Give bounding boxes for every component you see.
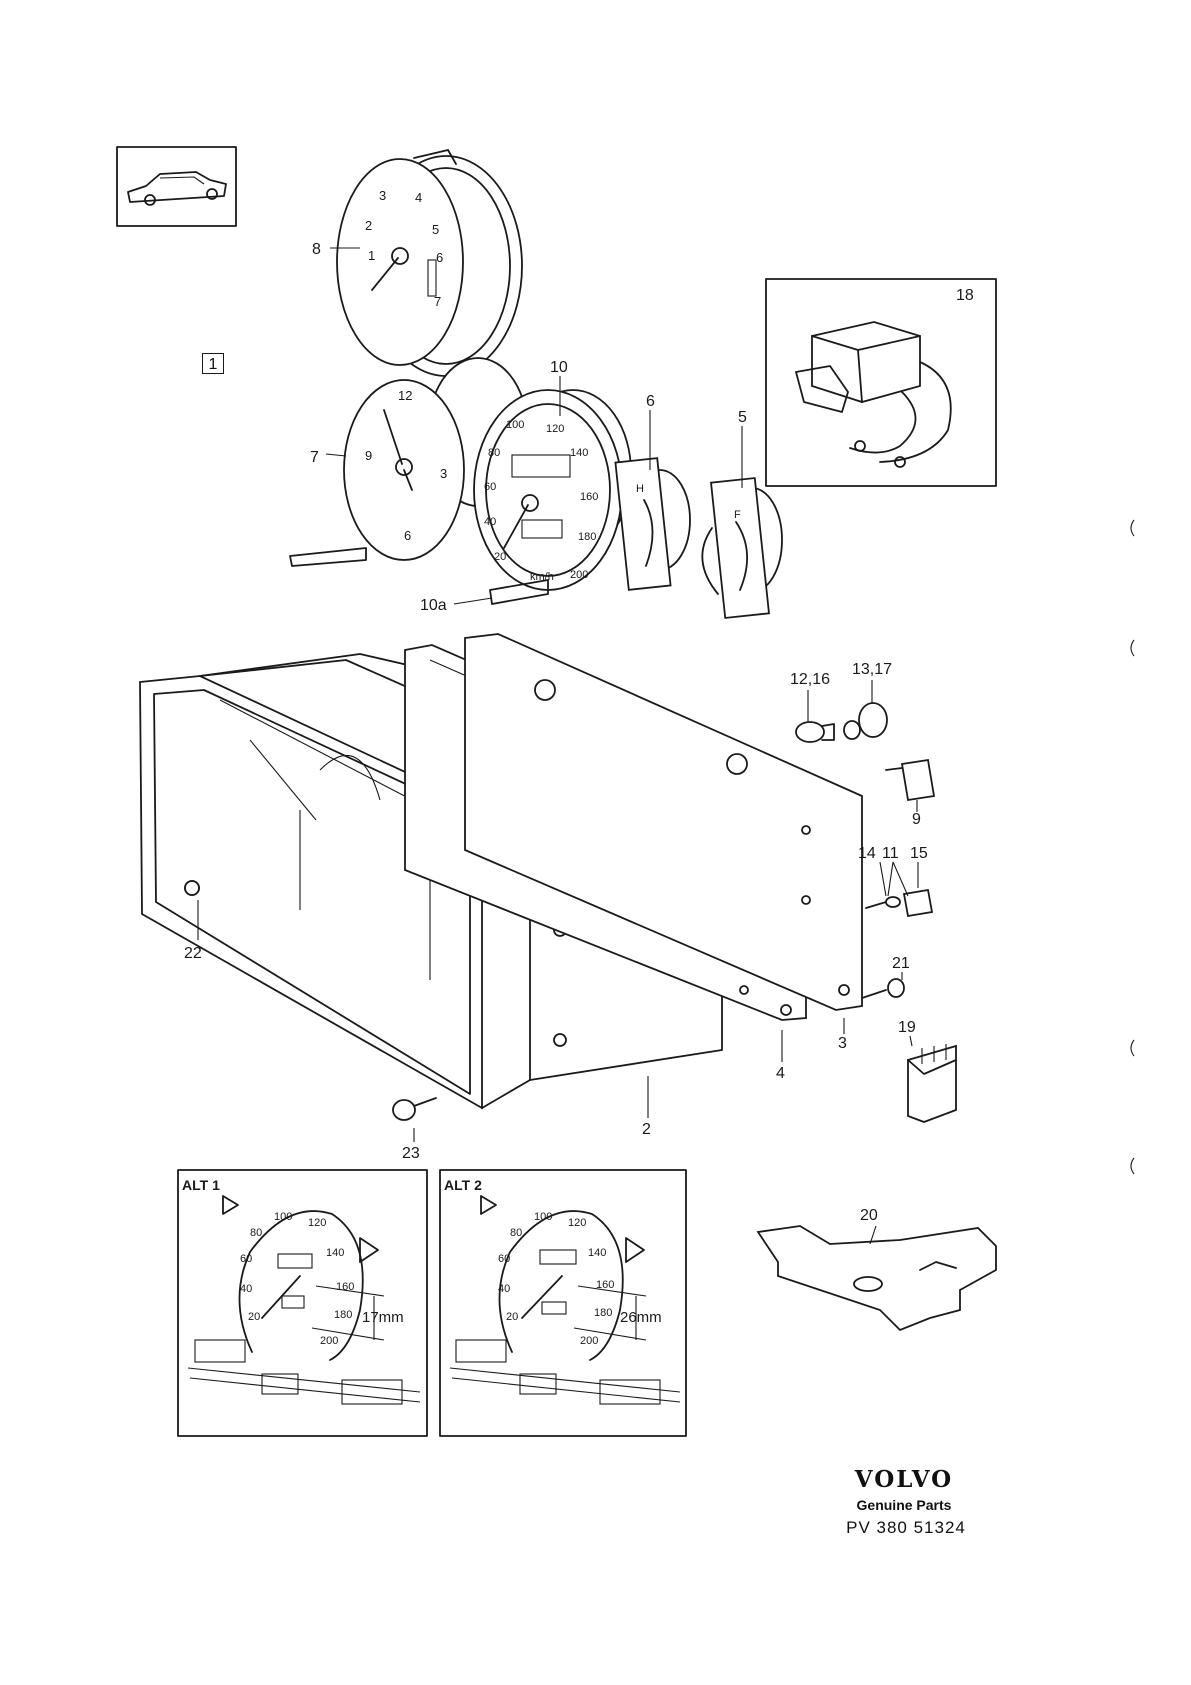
- callout-5: 5: [738, 409, 747, 426]
- genuine-parts-label: Genuine Parts: [856, 1497, 952, 1513]
- speedo-mark-100: 100: [506, 419, 524, 431]
- speedo-unit: km/h: [530, 571, 554, 583]
- callout-9: 9: [912, 811, 921, 828]
- speedo-mark-200: 200: [570, 569, 588, 581]
- part-number: PV 380 51324: [846, 1518, 966, 1537]
- callout-23: 23: [402, 1145, 420, 1162]
- bulb-12-16: [795, 721, 835, 743]
- alt1-mark-100: 100: [274, 1211, 292, 1223]
- callout-15: 15: [910, 845, 928, 862]
- alt2-inset: ALT 2 26mm 20 40 60 80 100 120 140 160 1…: [439, 1169, 687, 1437]
- speedo-mark-160: 160: [580, 491, 598, 503]
- callout-labels: 8 7 10 6 5 18 10a 12,16 13,17 9 14 11 15…: [184, 241, 974, 1224]
- tach-mark-6: 6: [436, 250, 443, 265]
- screw-23: [392, 1097, 437, 1121]
- hollow-arrow-icon: [625, 1237, 645, 1263]
- alt2-mark-140: 140: [588, 1247, 606, 1259]
- callout-21: 21: [892, 955, 910, 972]
- bulb-14: [865, 896, 901, 909]
- speedo-mark-40: 40: [484, 516, 496, 528]
- clock-mark-12: 12: [398, 388, 412, 403]
- speedo-mark-140: 140: [570, 447, 588, 459]
- car-thumbnail: [116, 146, 237, 227]
- speedometer: 20 40 60 80 100 120 140 160 180 200 km/h: [473, 389, 632, 605]
- callout-20: 20: [860, 1207, 878, 1224]
- clock-mark-3: 3: [440, 466, 447, 481]
- fuel-letter: F: [734, 509, 741, 521]
- callout-6: 6: [646, 393, 655, 410]
- bracket-20: [756, 1225, 997, 1332]
- callout-7: 7: [310, 449, 319, 466]
- volvo-logo: VOLVO: [854, 1466, 954, 1493]
- clock-mark-9: 9: [365, 448, 372, 463]
- connector-9: [885, 758, 936, 802]
- tachometer: 1 2 3 4 5 6 7: [336, 149, 523, 377]
- tach-mark-3: 3: [379, 188, 386, 203]
- callout-18: 18: [956, 287, 974, 304]
- callout-19: 19: [898, 1019, 916, 1036]
- alt1-label: ALT 1: [182, 1177, 220, 1193]
- alt2-mark-40: 40: [498, 1283, 510, 1295]
- alt1-measure: 17mm: [362, 1309, 404, 1326]
- tach-mark-2: 2: [365, 218, 372, 233]
- alt2-measure: 26mm: [620, 1309, 662, 1326]
- bulb-holder-13-17: [843, 702, 888, 740]
- callout-2: 2: [642, 1121, 651, 1138]
- temperature-gauge: H: [614, 457, 691, 591]
- bracket-19: [907, 1044, 957, 1123]
- callout-22: 22: [184, 945, 202, 962]
- callout-8: 8: [312, 241, 321, 258]
- alt1-mark-20: 20: [248, 1311, 260, 1323]
- callout-13-17: 13,17: [852, 661, 892, 678]
- speedo-mark-60: 60: [484, 481, 496, 493]
- tach-mark-7: 7: [434, 294, 441, 309]
- bulb-holder-15: [902, 888, 934, 918]
- alt1-mark-180: 180: [334, 1309, 352, 1321]
- alt2-mark-60: 60: [498, 1253, 510, 1265]
- margin-marks: [1130, 519, 1135, 1175]
- alt1-mark-120: 120: [308, 1217, 326, 1229]
- alt2-mark-20: 20: [506, 1311, 518, 1323]
- tach-mark-5: 5: [432, 222, 439, 237]
- tach-mark-4: 4: [415, 190, 422, 205]
- alt2-mark-180: 180: [594, 1307, 612, 1319]
- tach-mark-1: 1: [368, 248, 375, 263]
- alt1-mark-200: 200: [320, 1335, 338, 1347]
- callout-10: 10: [550, 359, 568, 376]
- callout-12-16: 12,16: [790, 671, 830, 688]
- callout-3: 3: [838, 1035, 847, 1052]
- screw-21: [861, 978, 905, 999]
- callout-4: 4: [776, 1065, 785, 1082]
- speedo-mark-120: 120: [546, 423, 564, 435]
- alt1-mark-60: 60: [240, 1253, 252, 1265]
- circuit-carrier: [464, 633, 863, 1011]
- voltage-stabilizer-inset: [765, 278, 997, 487]
- alt1-mark-160: 160: [336, 1281, 354, 1293]
- speedo-mark-80: 80: [488, 447, 500, 459]
- clock-mark-6: 6: [404, 528, 411, 543]
- temp-letter: H: [636, 483, 644, 495]
- alt2-label: ALT 2: [444, 1177, 482, 1193]
- alt1-mark-80: 80: [250, 1227, 262, 1239]
- car-silhouette-icon: [127, 171, 227, 206]
- section-number-box: 1: [202, 353, 224, 374]
- alt2-mark-80: 80: [510, 1227, 522, 1239]
- leader-lines: [197, 247, 919, 1245]
- callout-10a: 10a: [420, 597, 447, 614]
- callout-14: 14: [858, 845, 876, 862]
- alt2-mark-200: 200: [580, 1335, 598, 1347]
- speedo-mark-180: 180: [578, 531, 596, 543]
- fuel-gauge: F: [701, 477, 783, 619]
- alt2-mark-160: 160: [596, 1279, 614, 1291]
- alt2-mark-100: 100: [534, 1211, 552, 1223]
- alt2-mark-120: 120: [568, 1217, 586, 1229]
- hollow-arrow-icon: [359, 1237, 379, 1263]
- speedo-mark-20: 20: [494, 551, 506, 563]
- alt1-inset: ALT 1 17mm 20 40 60 80 100 120 140 160 1…: [177, 1169, 428, 1437]
- callout-11: 11: [882, 845, 899, 862]
- alt1-mark-140: 140: [326, 1247, 344, 1259]
- alt1-mark-40: 40: [240, 1283, 252, 1295]
- plug-22: [184, 880, 200, 896]
